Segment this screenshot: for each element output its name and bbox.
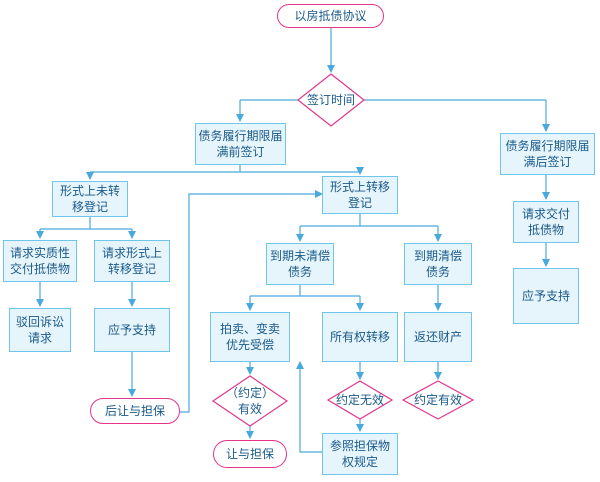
connector-before-due-split	[90, 165, 360, 173]
node-req-formal-transfer: 请求形式上 转移登记	[94, 240, 170, 282]
node-assign-guarantee: 让与担保	[213, 440, 287, 468]
node-no-transfer-reg: 形式上未转 移登记	[52, 181, 128, 217]
node-due-paid: 到期清偿 债务	[404, 243, 472, 285]
node-root: 以房抵债协议	[277, 4, 384, 28]
node-ownership-transfer: 所有权转移	[322, 312, 398, 362]
node-agreed-valid-left: （约定） 有效	[225, 386, 274, 416]
node-before-due: 债务履行期限届 满前签订	[195, 123, 286, 165]
node-reject-claim: 驳回诉讼 请求	[9, 308, 71, 352]
node-auction-priority: 拍卖、变卖 优先受偿	[210, 312, 290, 362]
node-sign-time: 签订时间	[306, 93, 355, 107]
connector-due-unpaid-split	[250, 285, 360, 297]
diamond-sign-time	[297, 73, 365, 127]
node-due-unpaid: 到期未清偿 债务	[266, 243, 334, 285]
node-req-delivery-right: 请求交付 抵债物	[513, 201, 579, 243]
diamond-agreed-invalid	[326, 380, 394, 420]
node-req-actual-delivery: 请求实质性 交付抵债物	[3, 240, 77, 282]
node-after-due: 债务履行期限届 满后签订	[500, 133, 595, 175]
node-support-right: 应予支持	[513, 268, 579, 324]
connector-no-transfer-split	[40, 217, 132, 230]
node-agreed-valid-right: 约定有效	[413, 393, 462, 407]
node-return-property: 返还财产	[404, 312, 472, 362]
diamond-agreed-valid-left	[211, 375, 289, 427]
connector-transfer-reg-split	[300, 214, 438, 227]
node-refer-security-law: 参照担保物 权规定	[322, 433, 398, 475]
node-transfer-reg: 形式上转移 登记	[322, 176, 398, 214]
node-post-assign-guarantee: 后让与担保	[90, 398, 180, 424]
diamond-agreed-valid-right	[401, 380, 475, 420]
connector-refer-law-to-auction	[296, 361, 322, 453]
node-agreed-invalid: 约定无效	[335, 393, 384, 407]
connector-post-assign-to-transfer-reg	[180, 190, 323, 413]
node-support-left: 应予支持	[94, 308, 170, 352]
